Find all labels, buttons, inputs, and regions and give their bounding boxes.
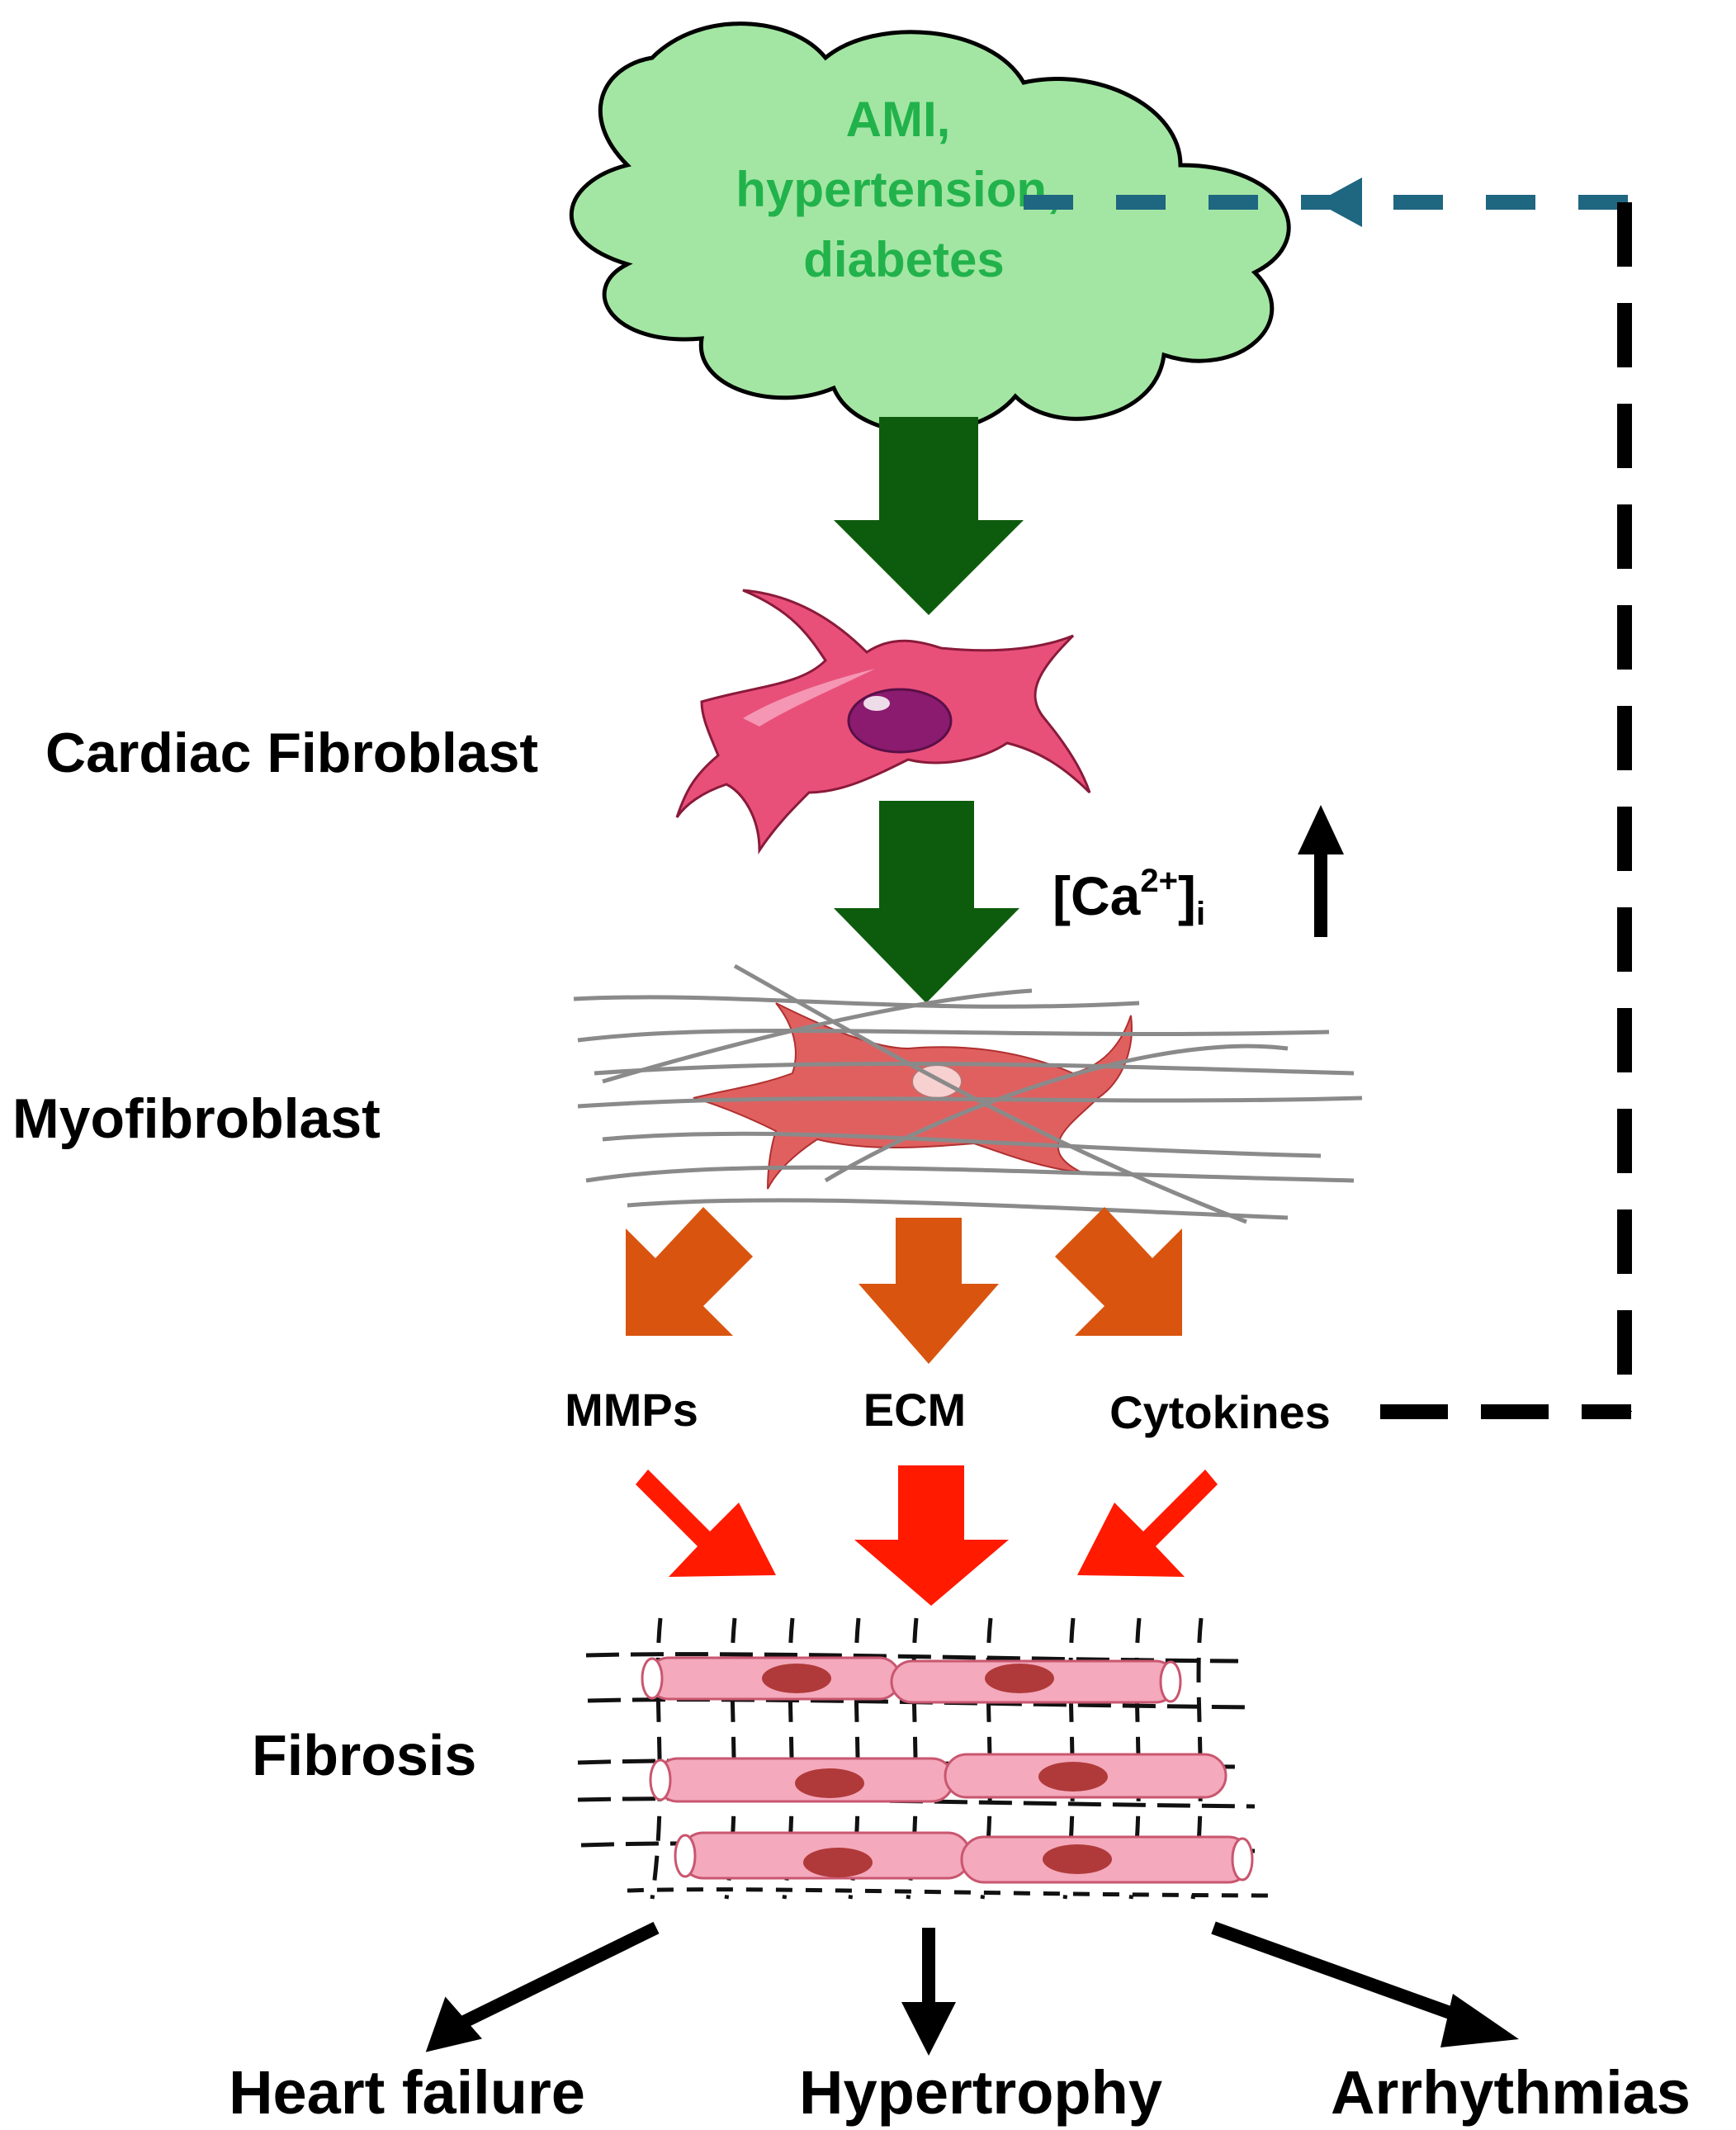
cardiac-fibroblast-cell [675,589,1091,854]
label-fibrosis: Fibrosis [252,1723,476,1787]
fiber-1 [573,995,1140,1009]
arrow-arrhythmias-shaft [1211,1921,1480,2029]
fiber-4 [577,1096,1363,1109]
strand-v8 [1128,1617,1142,1900]
cloud-text-line2: hypertension, [736,162,1060,217]
red-arrow-center [854,1465,1009,1606]
collagen-fibers [573,963,1363,1224]
cloud-text-line3: diabetes [803,232,1004,287]
fibroblast-nucleus [847,688,953,754]
green-arrow-2 [834,801,1019,1003]
strand-h6 [627,1887,1272,1898]
arrow-heart-failure-shaft [459,1921,660,2029]
strand-v4 [848,1617,861,1900]
red-arrow-left [636,1470,776,1577]
fiber-8 [733,963,1247,1224]
feedback-arrowhead [1317,178,1362,227]
fiber-row3-nucleus-b [1043,1844,1112,1874]
myofibroblast-cell [573,963,1363,1224]
green-arrow-1 [834,417,1024,615]
fiber-row2-nucleus-b [1038,1762,1108,1792]
arrow-arrhythmias-head [1440,1994,1519,2047]
arrow-heart-failure-head [425,1996,482,2052]
strand-v1 [650,1617,663,1900]
label-myofibroblast: Myofibroblast [12,1087,381,1150]
cloud-text-line1: AMI, [846,92,951,147]
fiber-7 [627,1198,1289,1220]
fiber-2 [577,1028,1330,1043]
calcium-indicator: [Ca2+]i [1052,805,1344,937]
strand-v3 [782,1617,795,1900]
red-arrow-right [1077,1470,1218,1577]
calcium-subscript: i [1196,896,1205,932]
orange-arrow-right [1055,1207,1182,1336]
nucleus-shine [863,696,890,711]
strand-h4 [577,1796,1256,1809]
label-heart-failure: Heart failure [229,2058,585,2127]
label-cytokines: Cytokines [1109,1386,1331,1438]
fiber-row2-nucleus-a [795,1768,864,1798]
label-mmps: MMPs [565,1384,698,1436]
calcium-superscript: 2+ [1140,863,1178,899]
calcium-label: [Ca2+]i [1052,863,1205,932]
label-ecm: ECM [863,1384,966,1436]
strand-v9 [1190,1617,1204,1900]
orange-arrows [626,1207,1182,1364]
outcome-arrows [425,1921,1519,2056]
fiber-row3-cap-left [674,1834,697,1878]
label-cardiac-fibroblast: Cardiac Fibroblast [45,722,538,784]
strand-v7 [1062,1617,1076,1900]
cloud-shape [569,21,1291,435]
fiber-row3-nucleus-a [803,1848,873,1877]
fiber-9 [602,988,1033,1084]
feedback-loop [1024,178,1632,1419]
disease-cloud: AMI, hypertension, diabetes [569,21,1291,435]
fiber-row1-cap-right [1159,1660,1182,1703]
fiber-row1-cap-left [641,1657,664,1700]
fiber-row1-nucleus-a [762,1664,831,1693]
strand-v2 [724,1617,737,1900]
orange-arrow-left [626,1207,753,1336]
strand-v6 [980,1617,993,1900]
arrow-hypertrophy-head [901,2002,956,2056]
label-hypertrophy: Hypertrophy [799,2058,1162,2127]
fiber-3 [594,1061,1355,1076]
red-arrows [636,1465,1218,1606]
calcium-close-bracket: ] [1178,865,1196,926]
calcium-base: [Ca [1052,865,1142,926]
calcium-up-arrow-head [1298,805,1344,854]
fibrosis-tissue [577,1617,1272,1900]
strand-v5 [906,1617,919,1900]
orange-arrow-center [859,1218,999,1364]
fiber-row3-cap-right [1231,1837,1254,1882]
fiber-row2-cap-left [649,1758,672,1801]
fiber-10 [824,1044,1289,1183]
label-arrhythmias: Arrhythmias [1331,2058,1691,2127]
fiber-row1-nucleus-b [985,1664,1054,1693]
fibroblast-highlight [743,669,875,727]
fiber-6 [585,1165,1355,1183]
